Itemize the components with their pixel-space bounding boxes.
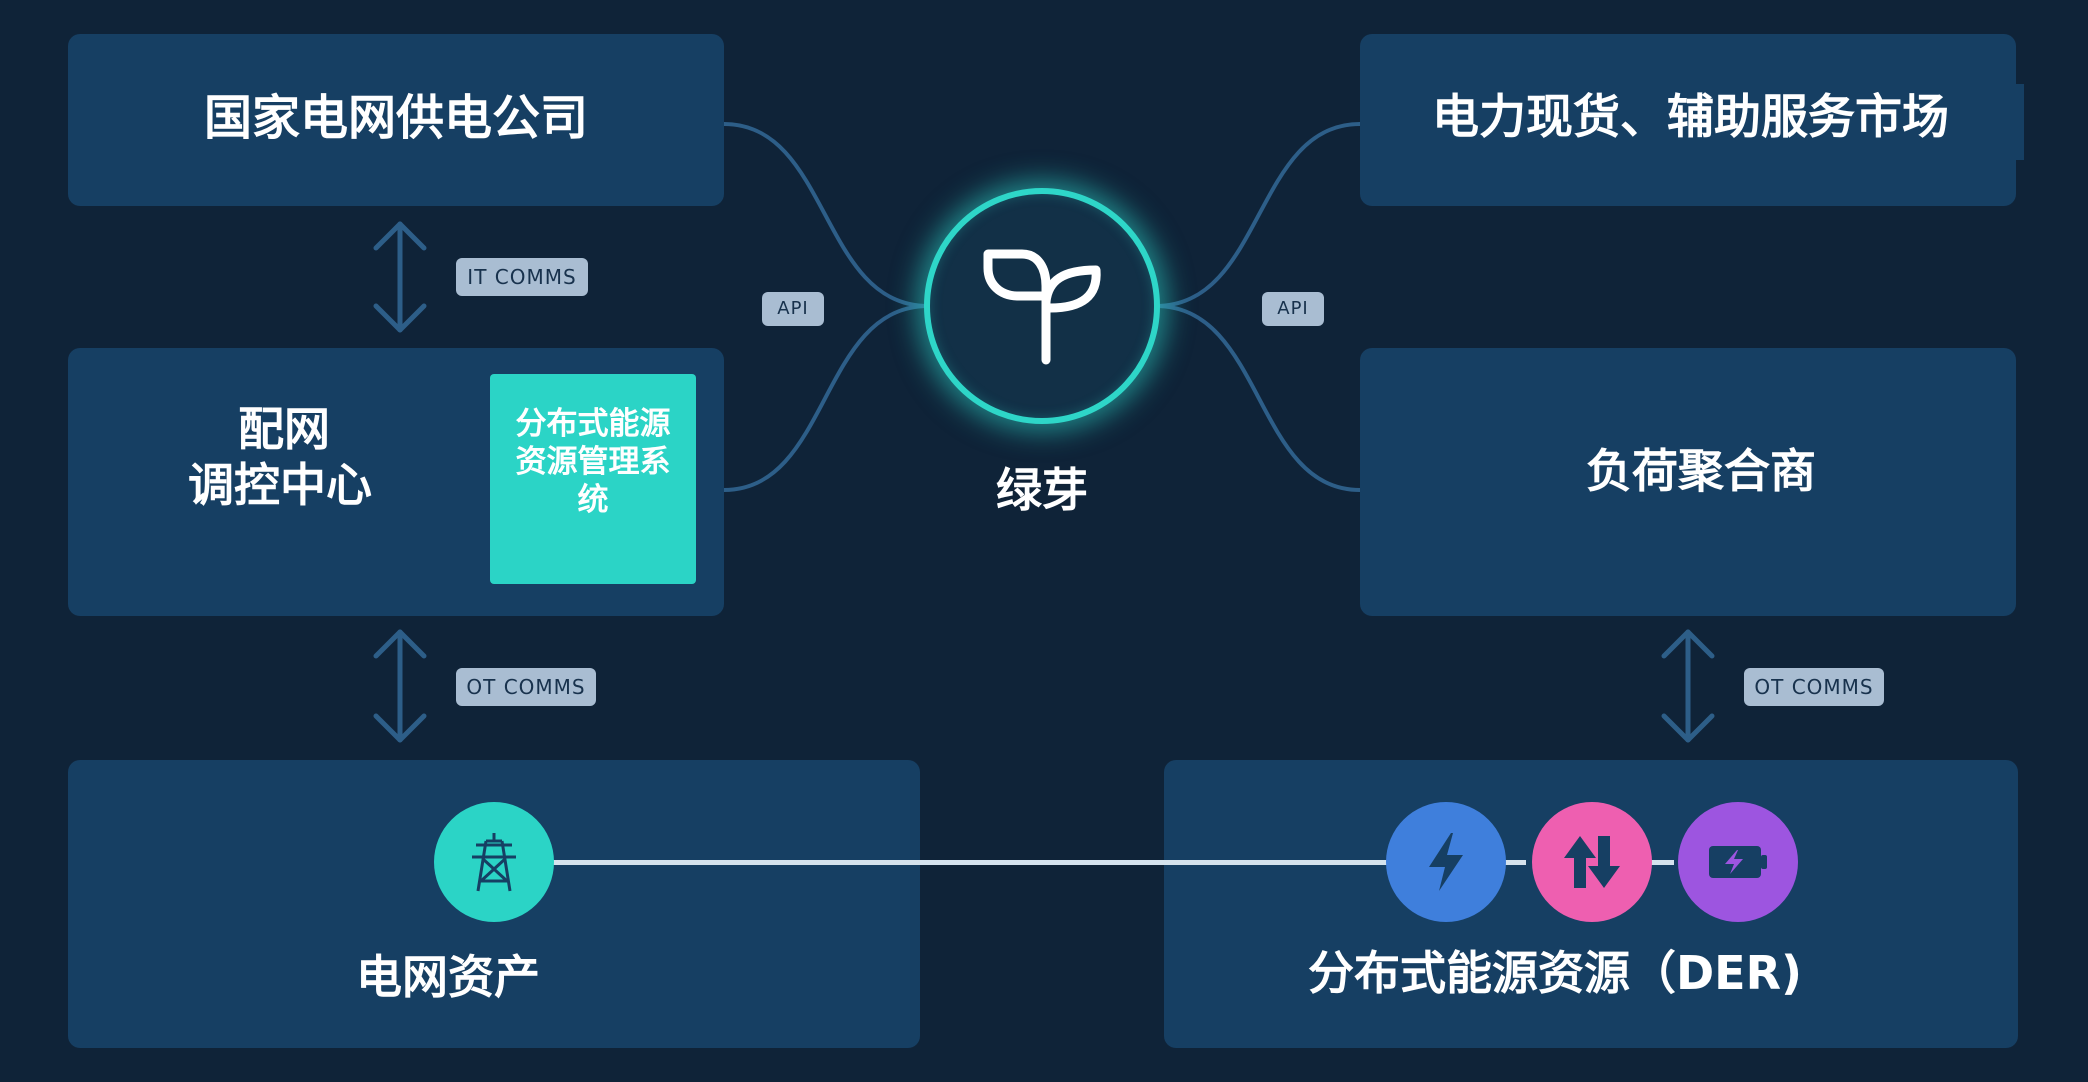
- it-comms-tag: IT COMMS: [456, 258, 588, 296]
- der-title: 分布式能源资源（DER): [1308, 946, 1803, 1000]
- dispatch-center-box: 配网 调控中心 分布式能源资源管理系统: [68, 348, 724, 616]
- grid-assets-title: 电网资产: [356, 950, 540, 1004]
- lightning-bolt-icon: [1386, 802, 1506, 922]
- aggregator-box: 负荷聚合商: [1360, 348, 2016, 616]
- connector-state-grid-to-hub: [723, 122, 929, 308]
- der-connection-line-2: [1644, 860, 1674, 865]
- dispatch-center-title-line1: 配网: [238, 402, 330, 456]
- ot-comms-tag-left: OT COMMS: [456, 668, 596, 706]
- derms-box: 分布式能源资源管理系统: [490, 374, 696, 584]
- der-connection-line-1: [1496, 860, 1526, 865]
- power-market-title: 电力现货、辅助服务市场: [1432, 90, 1949, 145]
- state-grid-box: 国家电网供电公司: [68, 34, 724, 206]
- hub-label: 绿芽: [996, 463, 1088, 517]
- sprout-icon: [983, 249, 1101, 365]
- double-arrow-it-comms: [373, 221, 427, 333]
- power-market-box: 电力现货、辅助服务市场: [1360, 34, 2016, 206]
- up-down-arrows-icon: [1532, 802, 1652, 922]
- connector-market-to-hub: [1155, 122, 1361, 308]
- battery-charging-icon: [1678, 802, 1798, 922]
- aggregator-title: 负荷聚合商: [1586, 444, 1816, 498]
- ot-comms-tag-right: OT COMMS: [1744, 668, 1884, 706]
- dispatch-center-title-line2: 调控中心: [188, 458, 372, 512]
- power-market-box-edge: [2016, 84, 2024, 160]
- connector-dispatch-to-hub: [723, 304, 929, 492]
- double-arrow-ot-comms-left: [373, 629, 427, 743]
- double-arrow-ot-comms-right: [1661, 629, 1715, 743]
- transmission-tower-icon: [434, 802, 554, 922]
- asset-connection-line: [552, 860, 1392, 865]
- api-tag-left: API: [762, 292, 824, 326]
- state-grid-title: 国家电网供电公司: [204, 90, 589, 146]
- connector-aggregator-to-hub: [1155, 304, 1361, 492]
- hub-circle: [924, 188, 1160, 424]
- api-tag-right: API: [1262, 292, 1324, 326]
